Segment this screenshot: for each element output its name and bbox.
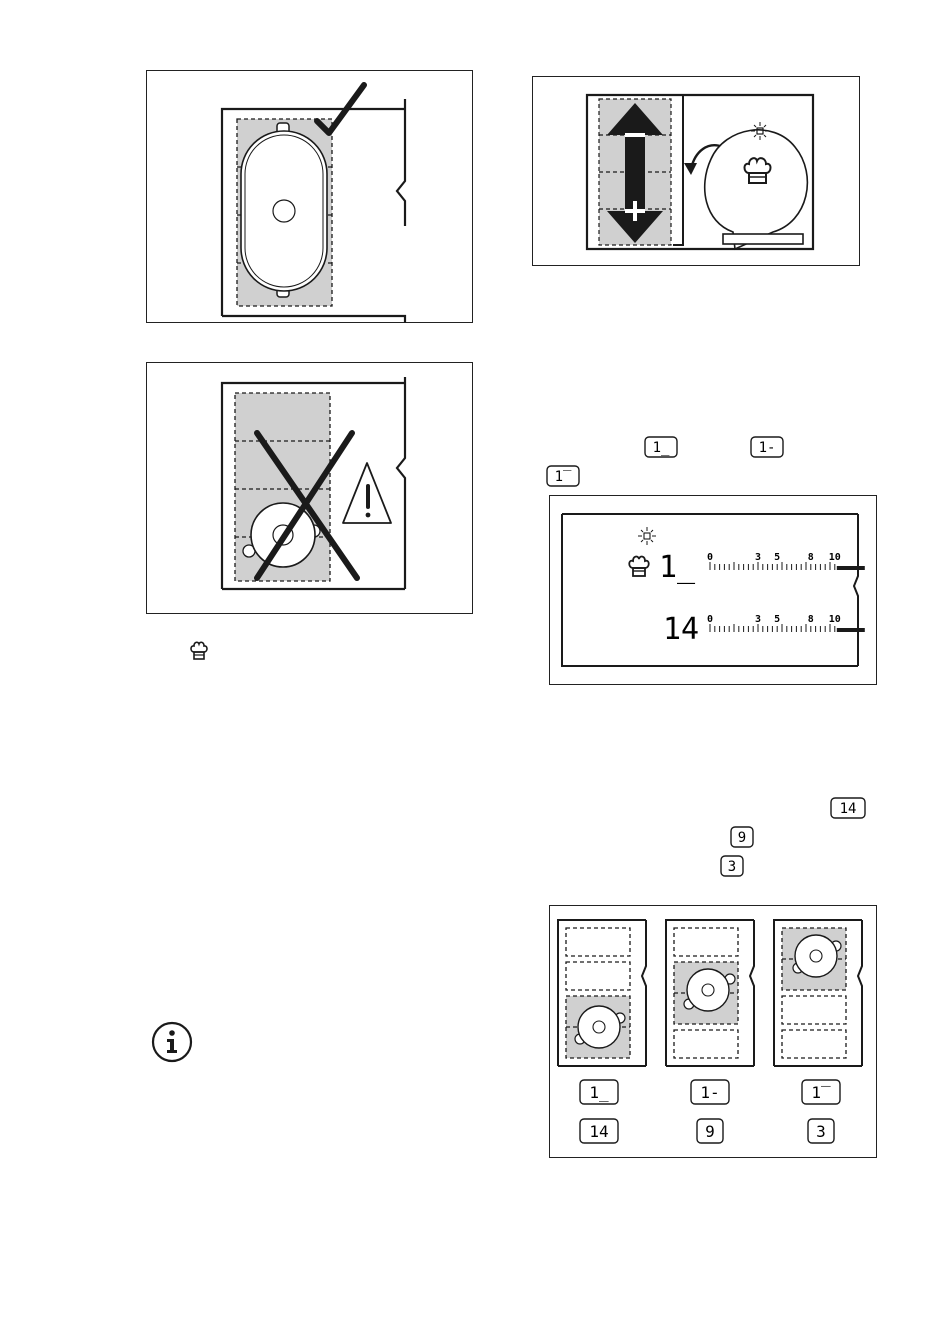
scale-label: 8: [808, 552, 814, 563]
code-text: 1-: [759, 440, 776, 456]
code-box-level-3: 3: [720, 855, 744, 877]
display-top-code: 1_: [659, 550, 696, 585]
power-scale-top: 0 3 5 8 10: [707, 552, 865, 570]
code-text: 1_: [653, 440, 670, 456]
scale-label: 8: [808, 614, 814, 625]
code-box-zone-mid: 1-: [750, 436, 784, 458]
level-code-2: 9: [705, 1122, 715, 1141]
chef-hat-icon: [629, 557, 649, 576]
chef-hat-icon: [189, 640, 209, 662]
info-icon: [150, 1020, 194, 1064]
figure-wrong-placement: [146, 362, 473, 614]
correct-placement-illustration: [147, 71, 474, 324]
figure-zone-slider: [532, 76, 860, 266]
zone-positions-illustration: 1_ 1- 1‾ 14 9 3: [550, 906, 878, 1159]
power-scale-bottom: 0 3 5 8 10: [707, 614, 865, 632]
scale-label: 0: [707, 552, 713, 563]
scale-max-bar: [837, 566, 865, 570]
scale-max-bar: [837, 628, 865, 632]
figure-zone-positions: 1_ 1- 1‾ 14 9 3: [549, 905, 877, 1158]
code-text: 9: [738, 830, 746, 846]
level-code-1: 14: [589, 1122, 608, 1141]
minus-icon: [625, 133, 645, 137]
scale-label: 3: [755, 552, 761, 563]
code-box-level-9: 9: [730, 826, 754, 848]
zone-code-2: 1-: [700, 1083, 719, 1102]
code-box-zone-high: 1‾: [546, 465, 580, 487]
wrong-placement-illustration: [147, 363, 474, 615]
code-text: 1‾: [555, 469, 572, 485]
zone-code-3: 1‾: [811, 1083, 831, 1102]
scale-label: 10: [829, 552, 841, 563]
figure-display-panel: 1_ 14 0 3 5 8 10 0 3 5 8 10: [549, 495, 877, 685]
scale-label: 5: [774, 614, 780, 625]
level-code-3: 3: [816, 1122, 826, 1141]
figure-correct-placement: [146, 70, 473, 323]
scale-label: 5: [774, 552, 780, 563]
display-panel-illustration: 1_ 14 0 3 5 8 10 0 3 5 8 10: [550, 496, 878, 686]
scale-label: 0: [707, 614, 713, 625]
sun-icon: [638, 527, 656, 545]
zone-code-1: 1_: [589, 1083, 609, 1102]
code-text: 14: [840, 801, 857, 817]
display-bottom-code: 14: [663, 612, 699, 647]
code-box-zone-low: 1_: [644, 436, 678, 458]
code-text: 3: [728, 859, 736, 875]
code-box-level-14: 14: [830, 797, 866, 819]
scale-label: 10: [829, 614, 841, 625]
scale-label: 3: [755, 614, 761, 625]
zone-slider-illustration: [533, 77, 861, 267]
warning-icon: [343, 463, 391, 523]
